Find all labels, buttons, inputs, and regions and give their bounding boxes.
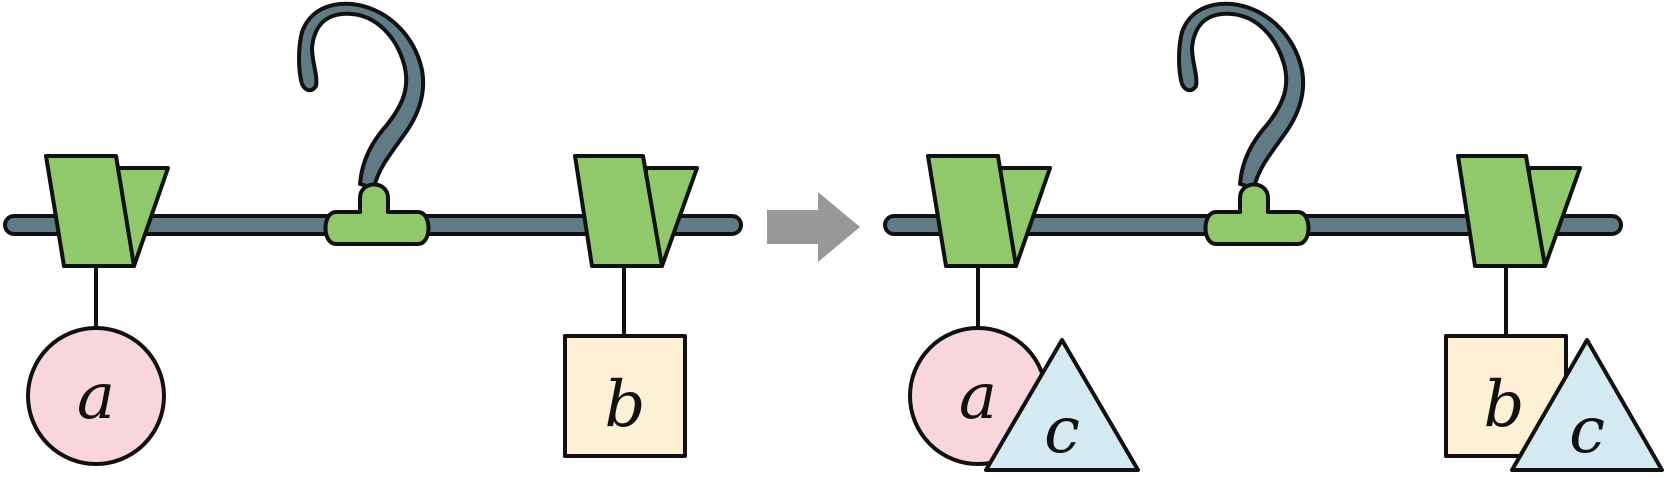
left-hook-icon xyxy=(297,1,426,190)
right-panel: a c b c xyxy=(883,1,1664,472)
left-hanger-mount xyxy=(323,182,431,246)
left-circle-label: a xyxy=(77,360,115,434)
right-circle-tag-triangle xyxy=(984,338,1140,472)
right-circle-label: a xyxy=(959,360,997,434)
right-hook-icon xyxy=(1177,1,1306,190)
right-square-tag-triangle xyxy=(1510,338,1664,472)
left-item-circle xyxy=(26,326,166,466)
left-panel: a b xyxy=(3,1,743,466)
right-hanger-mount xyxy=(1203,182,1311,246)
right-clip-a xyxy=(926,154,1052,328)
right-square-label: b xyxy=(1484,368,1525,442)
right-circle-tag-label: c xyxy=(1044,394,1080,468)
right-square-tag-label: c xyxy=(1569,394,1605,468)
left-clip-a xyxy=(44,154,170,328)
left-square-label: b xyxy=(605,368,646,442)
arrow-right-icon xyxy=(767,192,860,262)
left-clip-b xyxy=(573,154,699,334)
right-clip-b xyxy=(1456,154,1582,334)
left-item-square xyxy=(563,334,687,458)
